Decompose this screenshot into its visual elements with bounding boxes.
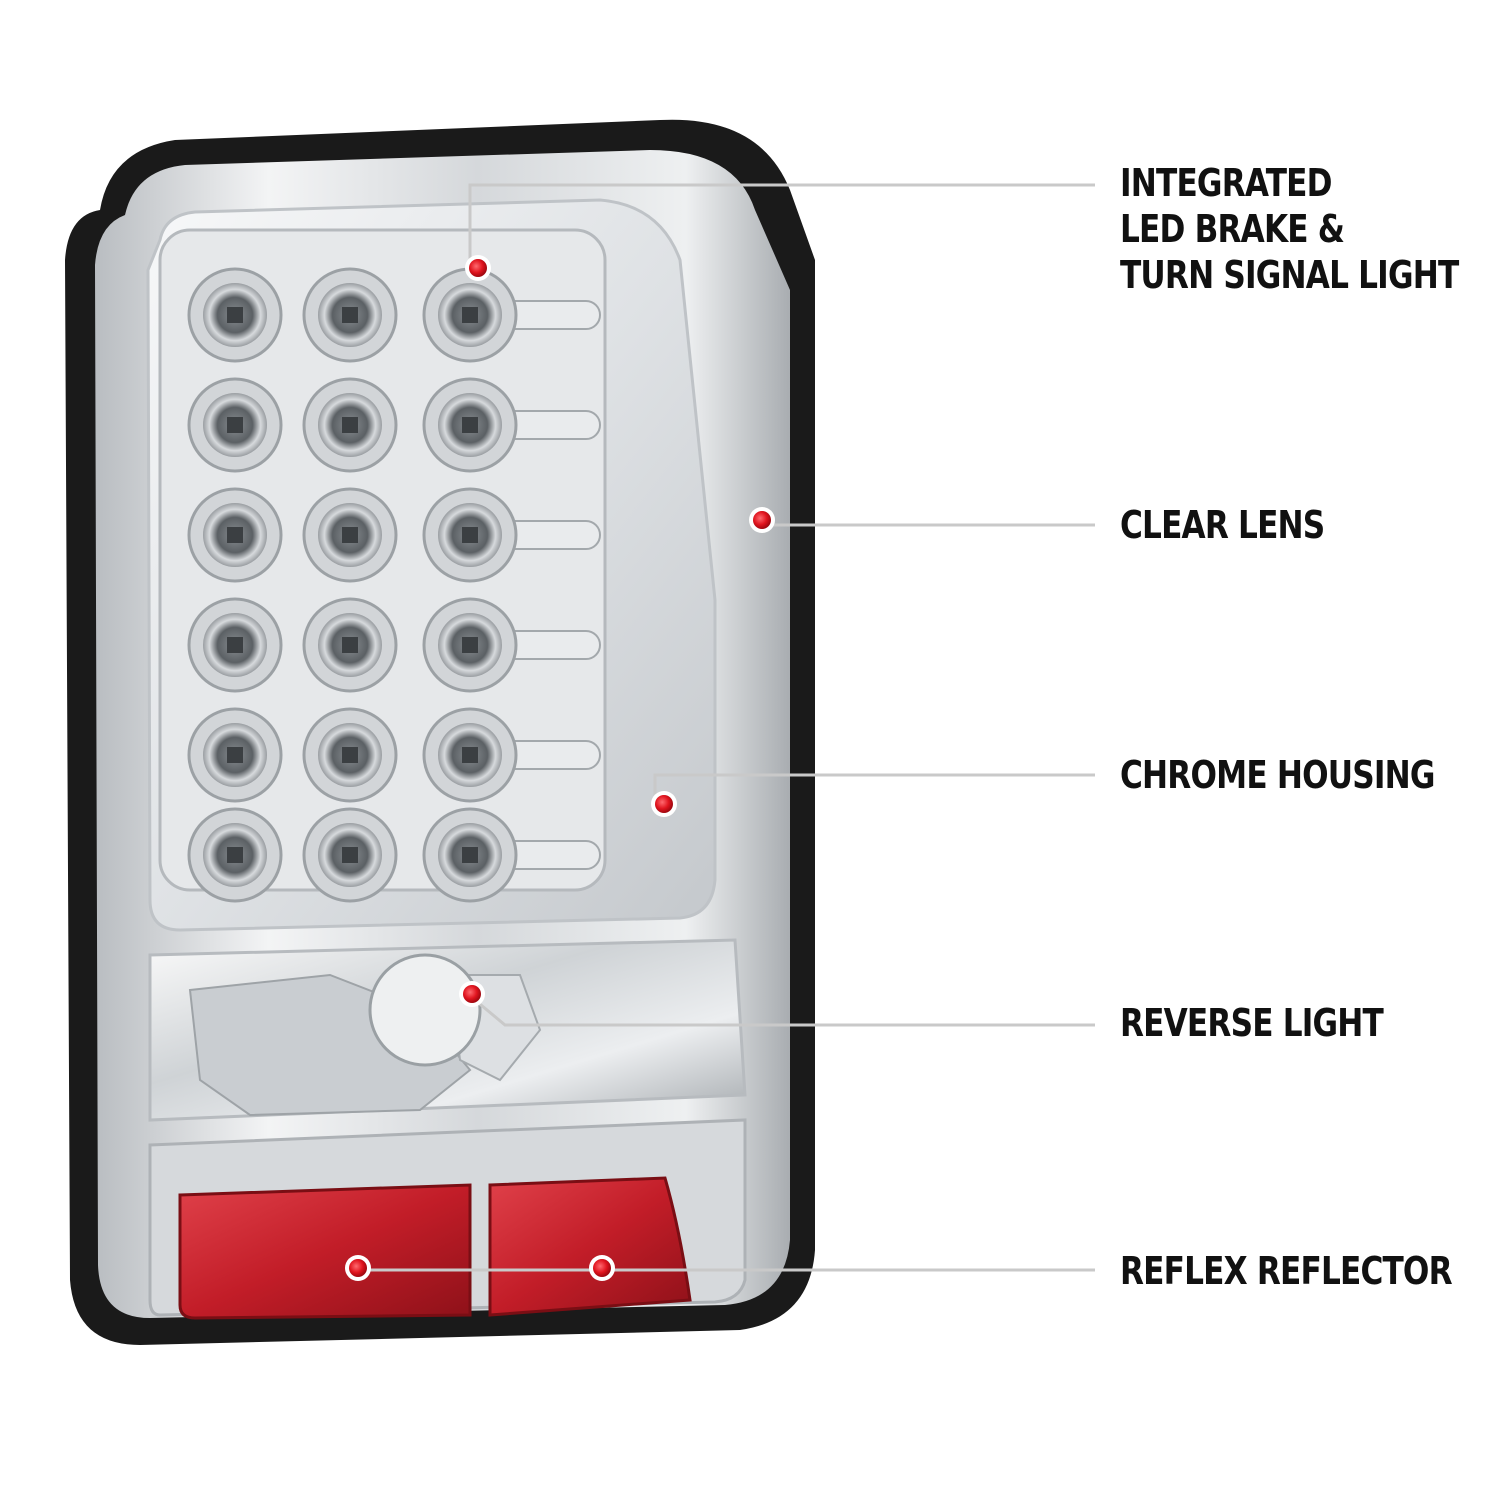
callout-dot: [463, 985, 481, 1003]
led-chip: [462, 417, 478, 433]
callout-label-line: REVERSE LIGHT: [1120, 1001, 1384, 1045]
callout-leader-line: [468, 183, 1095, 268]
led-chip: [227, 637, 243, 653]
callout-dots: [345, 255, 775, 1281]
callout-label-reverse: REVERSE LIGHT: [1120, 1000, 1384, 1046]
callout-label-line: REFLEX REFLECTOR: [1120, 1249, 1453, 1293]
led-chip: [462, 847, 478, 863]
callout-label-line: LED BRAKE &: [1120, 207, 1345, 251]
led-chip: [342, 747, 358, 763]
led-chip: [462, 637, 478, 653]
reverse-bulb: [368, 953, 482, 1067]
led-chip: [227, 847, 243, 863]
callout-leader-line: [474, 998, 1095, 1027]
callout-label-housing: CHROME HOUSING: [1120, 752, 1435, 798]
led-chip: [462, 527, 478, 543]
led-chip: [342, 417, 358, 433]
callout-dot: [349, 1259, 367, 1277]
led-chip: [342, 847, 358, 863]
led-chip: [227, 527, 243, 543]
led-chip: [227, 307, 243, 323]
callout-label-reflector: REFLEX REFLECTOR: [1120, 1248, 1453, 1294]
led-grid: [187, 267, 601, 903]
reflector-left: [178, 1183, 472, 1320]
callout-label-lens: CLEAR LENS: [1120, 502, 1325, 548]
led-chip: [462, 307, 478, 323]
callout-label-line: INTEGRATED: [1120, 161, 1333, 205]
led-chip: [342, 637, 358, 653]
led-chip: [227, 417, 243, 433]
callout-dot: [655, 795, 673, 813]
callout-label-led: INTEGRATED LED BRAKE & TURN SIGNAL LIGHT: [1120, 160, 1459, 298]
led-chip: [342, 527, 358, 543]
callout-label-line: CLEAR LENS: [1120, 503, 1325, 547]
reflector-right: [488, 1176, 692, 1317]
callout-label-line: CHROME HOUSING: [1120, 753, 1435, 797]
led-chip: [342, 307, 358, 323]
callout-dot: [469, 259, 487, 277]
callout-label-line: TURN SIGNAL LIGHT: [1120, 253, 1459, 297]
led-chip: [227, 747, 243, 763]
led-chip: [462, 747, 478, 763]
callout-dot: [753, 511, 771, 529]
callout-dot: [593, 1259, 611, 1277]
